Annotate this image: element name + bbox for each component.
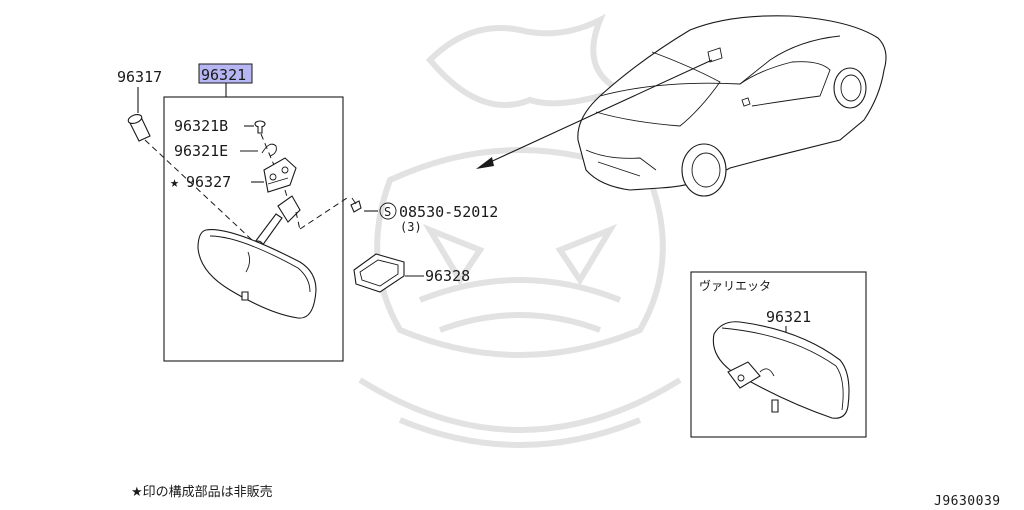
bracket-label[interactable]: 96327: [186, 173, 231, 191]
screw-part: [350, 197, 362, 213]
cover-part: [353, 253, 405, 293]
screw-s-circle: [379, 202, 397, 220]
screw-s-symbol: S: [384, 205, 391, 219]
bolt-part: [254, 120, 266, 134]
clip-label[interactable]: 96321E: [174, 142, 228, 160]
watermark-logo: [358, 13, 682, 448]
clip-part: [261, 143, 277, 157]
washer-dash-line: [144, 139, 253, 241]
diagram-code: J9630039: [934, 494, 1001, 509]
rear-view-mirror: [197, 229, 317, 319]
bracket-dash-line: [284, 189, 289, 201]
bracket-star: ★: [170, 173, 179, 191]
bolt-label[interactable]: 96321B: [174, 117, 228, 135]
main-group-box: [163, 96, 344, 362]
bracket-part: [263, 157, 297, 193]
variant-box: [690, 271, 867, 438]
screw-label[interactable]: 08530-52012: [399, 203, 498, 221]
washer-label[interactable]: 96317: [117, 68, 162, 86]
cover-label[interactable]: 96328: [425, 267, 470, 285]
main-part-label[interactable]: 96321: [201, 66, 246, 84]
screw-quantity: (3): [400, 220, 422, 234]
screw-dash-line-2: [295, 211, 301, 231]
variant-mirror: [712, 321, 850, 419]
variant-part-label[interactable]: 96321: [766, 308, 811, 326]
washer-part: [127, 113, 151, 142]
location-arrow-head: [476, 157, 494, 169]
location-arrow-line: [485, 59, 713, 165]
footnote-not-sold: ★印の構成部品は非販売: [131, 485, 273, 500]
variant-title: ヴァリエッタ: [699, 278, 771, 293]
car-illustration: [577, 15, 887, 197]
